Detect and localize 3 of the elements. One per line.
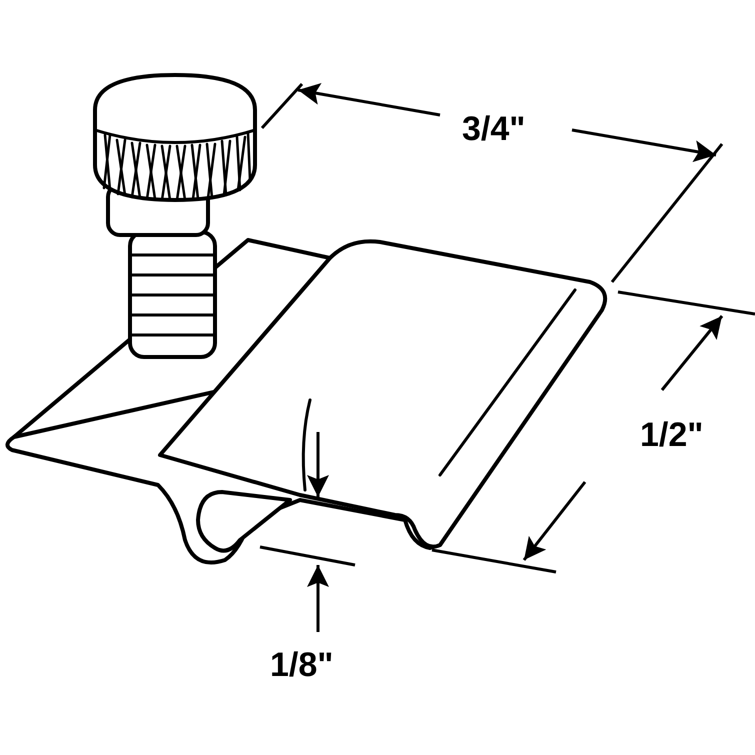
dimension-label: 1/8" — [270, 648, 334, 682]
dimension-label: 3/4" — [462, 112, 526, 146]
dimension-label: 1/2" — [640, 418, 704, 452]
